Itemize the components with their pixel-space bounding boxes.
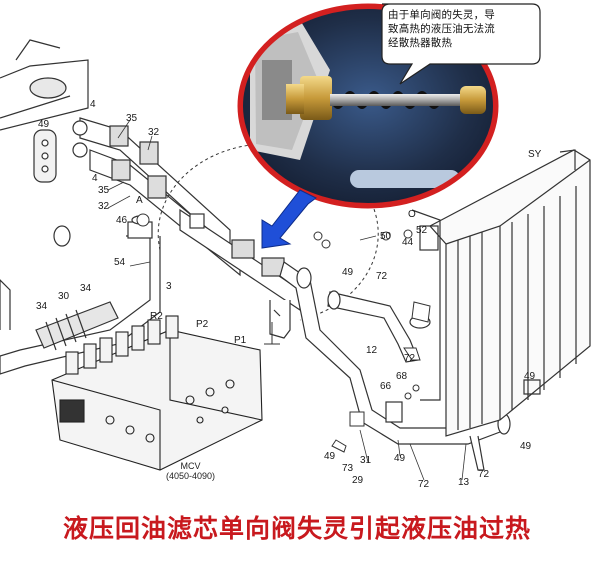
speech-bubble (381, 3, 541, 85)
part-label: 12 (366, 345, 378, 356)
part-label: 73 (342, 463, 354, 474)
part-label: 31 (360, 455, 372, 466)
part-label: 72 (478, 469, 490, 480)
part-label: 72 (404, 353, 416, 364)
part-label: 35 (126, 113, 138, 124)
part-label: A (136, 195, 143, 206)
part-label: 29 (352, 475, 364, 486)
callout-line-3: 经散热器散热 (388, 37, 453, 49)
part-label: 72 (376, 271, 388, 282)
hardware (136, 213, 431, 453)
part-label: 34 (36, 301, 48, 312)
part-label: 68 (396, 371, 408, 382)
mcv-label: MCV (4050-4090) (166, 461, 215, 481)
part-label: 49 (524, 371, 536, 382)
part-label: 50 (380, 231, 392, 242)
part-label: 49 (394, 453, 406, 464)
part-label: 49 (520, 441, 532, 452)
oil-cooler (411, 149, 591, 437)
part-label: SY (528, 149, 542, 160)
callout-text: 由于单向阀的失灵，导 致高热的液压油无法流 经散热器散热 (388, 8, 530, 50)
check-valve-photo (240, 6, 496, 206)
part-label: P2 (196, 319, 209, 330)
leader-lines (107, 119, 467, 481)
hydraulic-tank (0, 39, 89, 330)
part-label: O (408, 209, 416, 220)
part-label: 54 (114, 257, 126, 268)
part-label: 35 (98, 185, 110, 196)
part-label: P1 (234, 335, 247, 346)
main-control-valve (51, 315, 263, 471)
caption-title: 液压回油滤芯单向阀失灵引起液压油过热 (62, 514, 531, 543)
part-label: 4 (92, 173, 98, 184)
part-label: 49 (324, 451, 336, 462)
mcv-range: (4050-4090) (166, 471, 216, 481)
photo-frame (237, 3, 499, 209)
filter-assembly (179, 208, 301, 339)
part-label: 52 (416, 225, 428, 236)
part-label: 72 (418, 479, 430, 490)
part-label: 3 (166, 281, 172, 292)
part-label: 49 (38, 119, 50, 130)
part-label: 46 (116, 215, 128, 226)
part-label: R2 (150, 311, 163, 322)
part-label: 34 (80, 283, 92, 294)
part-label: 32 (148, 127, 160, 138)
part-label: 66 (380, 381, 392, 392)
arrow-icon (261, 189, 317, 249)
part-label: 30 (58, 291, 70, 302)
part-label: 44 (402, 237, 414, 248)
callout-line-2: 致高热的液压油无法流 (388, 23, 495, 35)
part-label: 13 (458, 477, 470, 488)
part-label: 49 (342, 267, 354, 278)
part-label: 4 (90, 99, 96, 110)
part-label: 32 (98, 201, 110, 212)
callout-line-1: 由于单向阀的失灵，导 (388, 9, 495, 21)
mcv-name: MCV (180, 461, 201, 471)
